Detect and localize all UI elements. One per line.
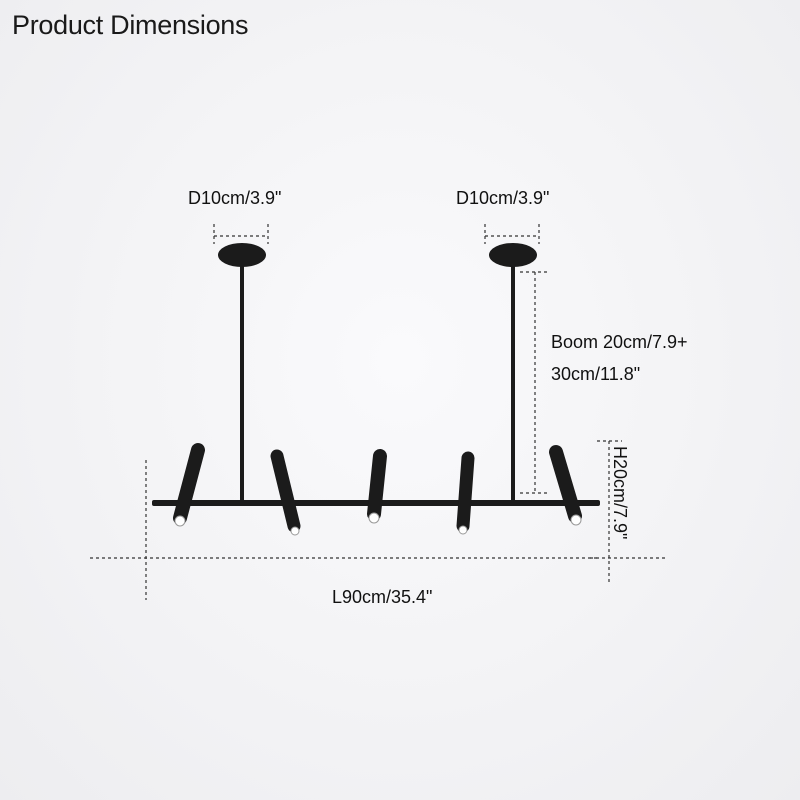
page-title: Product Dimensions: [12, 10, 249, 40]
light-tube-5: [549, 445, 582, 526]
height-label: H20cm/7.9": [610, 446, 630, 540]
canopy-left: [218, 243, 266, 267]
down-rod-right: [511, 262, 515, 502]
height-dimension: [590, 440, 665, 582]
light-tube-1: [173, 443, 205, 527]
light-tube-3: [367, 449, 387, 524]
light-tube-2: [270, 449, 301, 536]
boom-label-line1: Boom 20cm/7.9+: [551, 332, 688, 352]
canopy-left-dimension: [213, 224, 269, 244]
canopy-right-dimension: [484, 224, 540, 244]
canopy-right: [489, 243, 537, 267]
light-tube-4: [456, 451, 475, 535]
canopy-right-label: D10cm/3.9": [456, 188, 550, 208]
length-label: L90cm/35.4": [332, 587, 433, 607]
boom-dimension: [520, 271, 550, 494]
length-dimension: [90, 460, 600, 600]
boom-label-line2: 30cm/11.8": [551, 364, 641, 384]
down-rod-left: [240, 262, 244, 502]
canopy-left-label: D10cm/3.9": [188, 188, 282, 208]
